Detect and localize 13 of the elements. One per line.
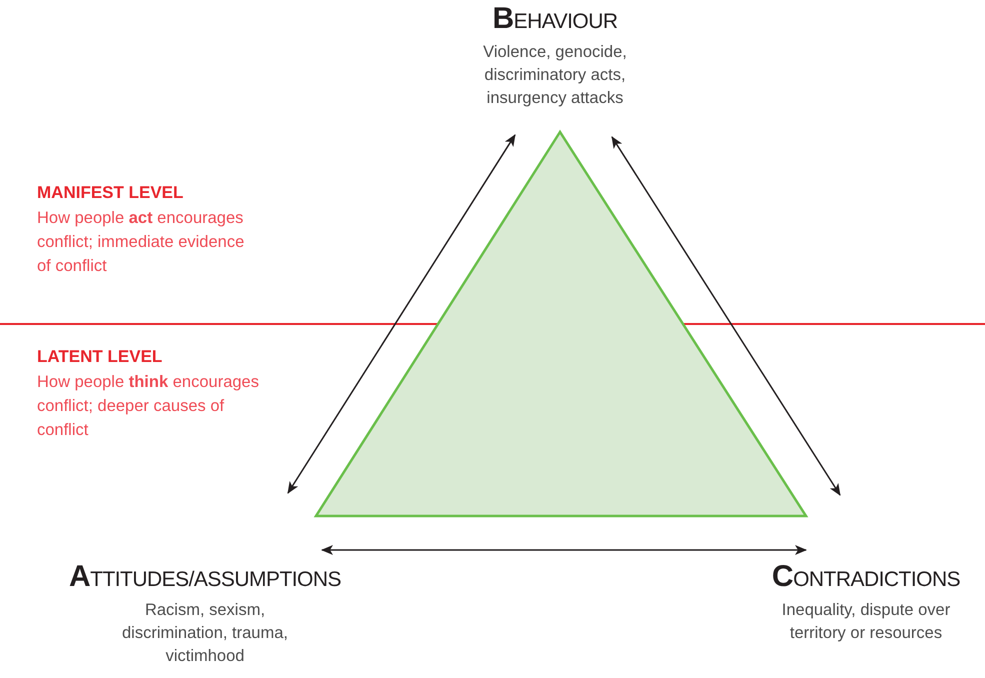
- level-description: How people think encourages conflict; deeper causes of conflict: [37, 372, 260, 441]
- double-arrow: [321, 545, 807, 555]
- node-heading: ATTITUDES/ASSUMPTIONS: [69, 562, 341, 595]
- double-arrow: [287, 134, 516, 494]
- node-description: Violence, genocide, discriminatory acts, insurgency attacks: [482, 42, 628, 109]
- node-heading: BEHAVIOUR: [492, 4, 618, 37]
- level-heading: LATENT LEVEL: [37, 346, 164, 368]
- double-arrow: [611, 136, 841, 496]
- level-description: How people act encourages conflict; immediate evidence of conflict: [37, 208, 246, 277]
- node-heading: CONTRADICTIONS: [772, 562, 960, 595]
- node-description: Racism, sexism, discrimination, trauma, victimhood: [121, 600, 289, 667]
- node-description: Inequality, dispute over territory or resources: [780, 600, 952, 644]
- level-heading: MANIFEST LEVEL: [37, 182, 184, 204]
